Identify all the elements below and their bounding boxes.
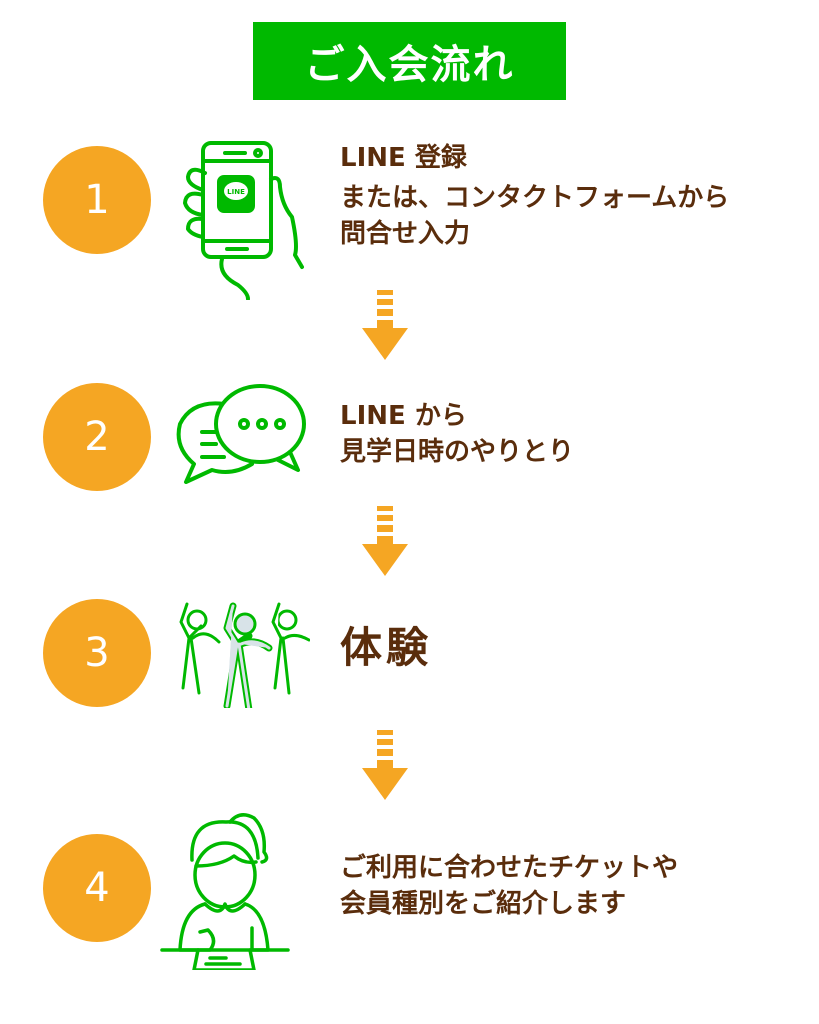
step-2-number: 2	[43, 383, 151, 491]
down-arrow-icon	[362, 730, 408, 800]
step-1-number: 1	[43, 146, 151, 254]
step-3-number: 3	[43, 599, 151, 707]
smartphone-hand-icon: LINE	[183, 141, 304, 300]
step-4-line-1: ご利用に合わせたチケットや	[340, 853, 679, 883]
chat-bubbles-icon	[176, 384, 306, 484]
step-1-line-2: または、コンタクトフォームから	[340, 183, 730, 213]
step-4-line-2: 会員種別をご紹介します	[340, 889, 627, 919]
down-arrow-icon	[362, 506, 408, 576]
step-2-text: LINE から 見学日時のやりとり	[340, 398, 574, 470]
step-4-text: ご利用に合わせたチケットや 会員種別をご紹介します	[340, 850, 678, 922]
line-logo-text: LINE	[227, 188, 245, 196]
down-arrow-icon	[362, 290, 408, 360]
step-1-line-3: 問合せ入力	[340, 219, 471, 249]
step-1-line-1: LINE 登録	[340, 143, 467, 173]
step-1-text: LINE 登録 または、コンタクトフォームから 問合せ入力	[340, 140, 729, 252]
dancing-people-icon	[179, 602, 310, 708]
page-title: ご入会流れ	[253, 22, 566, 100]
step-3-text: 体験	[340, 623, 433, 672]
step-2-line-2: 見学日時のやりとり	[340, 437, 575, 467]
step-2-line-1: LINE から	[340, 401, 467, 431]
person-at-desk-icon	[160, 813, 290, 970]
step-4-number: 4	[43, 834, 151, 942]
